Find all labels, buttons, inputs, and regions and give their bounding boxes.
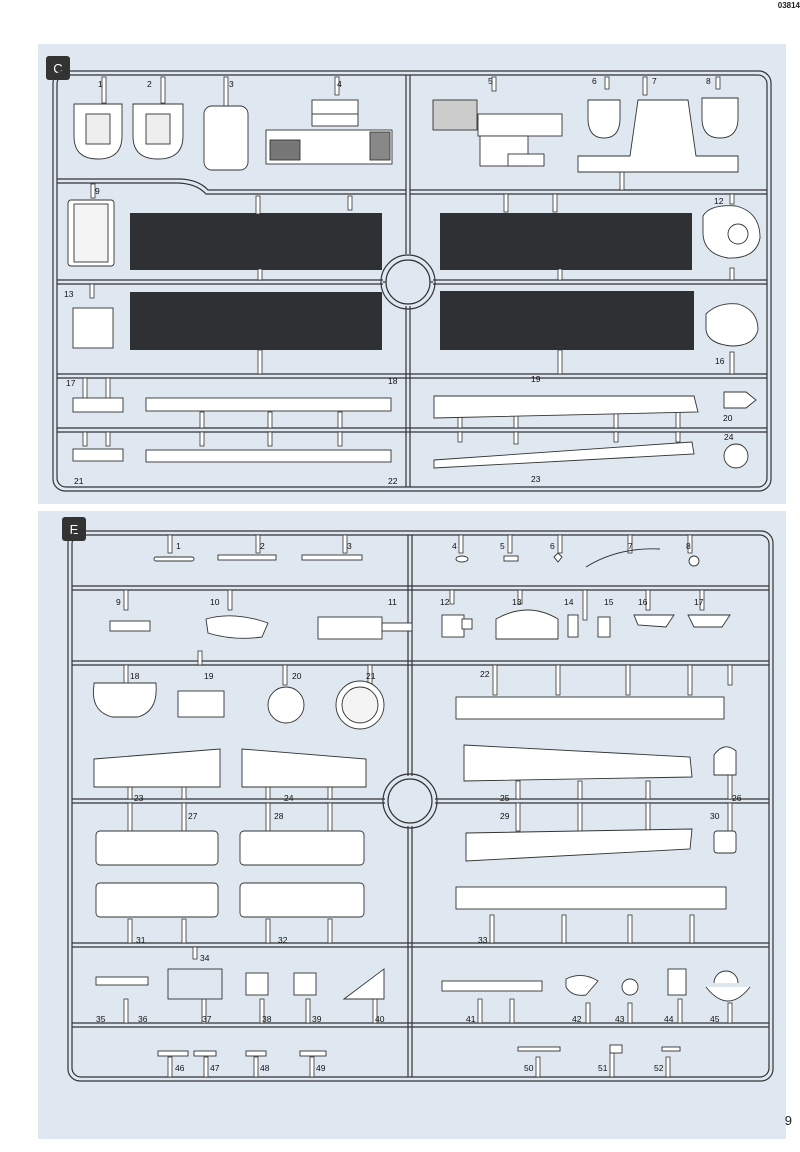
sprue-c-letter: C — [53, 61, 62, 76]
svg-text:6: 6 — [592, 76, 597, 86]
svg-text:5: 5 — [500, 541, 505, 551]
document-code: 03814 — [777, 1, 800, 10]
sprue-e-drawing: E — [62, 517, 774, 1082]
svg-text:17: 17 — [66, 378, 76, 388]
svg-text:48: 48 — [260, 1063, 270, 1073]
sprue-c-drawing: C — [46, 56, 772, 492]
svg-text:13: 13 — [64, 289, 74, 299]
svg-text:5: 5 — [488, 76, 493, 86]
sprue-e-frame — [67, 530, 774, 1082]
svg-text:19: 19 — [531, 374, 541, 384]
svg-text:11: 11 — [388, 597, 397, 607]
svg-text:8: 8 — [686, 541, 691, 551]
svg-text:6: 6 — [550, 541, 555, 551]
svg-text:21: 21 — [74, 476, 84, 486]
svg-text:42: 42 — [572, 1014, 582, 1024]
svg-text:10: 10 — [210, 597, 220, 607]
sprue-c-parts — [67, 97, 761, 469]
svg-text:22: 22 — [480, 669, 490, 679]
sprue-e-part-labels: 1 2 3 4 5 6 7 8 9 10 11 12 13 14 15 16 1… — [96, 541, 742, 1073]
sprue-c-frame — [52, 70, 772, 492]
svg-text:20: 20 — [292, 671, 302, 681]
svg-text:13: 13 — [512, 597, 522, 607]
svg-text:41: 41 — [466, 1014, 476, 1024]
svg-text:36: 36 — [138, 1014, 148, 1024]
svg-text:24: 24 — [284, 793, 294, 803]
sprue-e-parts — [92, 548, 751, 1057]
sprue-c-gates — [82, 76, 735, 447]
svg-text:3: 3 — [229, 79, 234, 89]
svg-text:35: 35 — [96, 1014, 106, 1024]
svg-text:16: 16 — [638, 597, 648, 607]
svg-text:29: 29 — [500, 811, 510, 821]
sprue-e-panel: E — [38, 511, 786, 1139]
svg-text:9: 9 — [116, 597, 121, 607]
sprue-c-part-labels: 1 2 3 4 5 6 7 8 9 12 13 16 17 18 19 20 2… — [64, 76, 734, 486]
page-number: 9 — [784, 1113, 792, 1128]
svg-text:32: 32 — [278, 935, 288, 945]
svg-text:1: 1 — [98, 79, 103, 89]
svg-text:25: 25 — [500, 793, 510, 803]
svg-text:33: 33 — [478, 935, 488, 945]
svg-text:40: 40 — [375, 1014, 385, 1024]
svg-text:31: 31 — [136, 935, 146, 945]
svg-text:3: 3 — [347, 541, 352, 551]
svg-text:43: 43 — [615, 1014, 625, 1024]
svg-text:52: 52 — [654, 1063, 664, 1073]
svg-text:23: 23 — [134, 793, 144, 803]
svg-text:30: 30 — [710, 811, 720, 821]
svg-text:47: 47 — [210, 1063, 220, 1073]
svg-text:50: 50 — [524, 1063, 534, 1073]
svg-text:34: 34 — [200, 953, 210, 963]
svg-text:2: 2 — [260, 541, 265, 551]
sprue-c-badge — [46, 56, 70, 80]
svg-text:7: 7 — [628, 541, 633, 551]
svg-text:27: 27 — [188, 811, 198, 821]
svg-text:7: 7 — [652, 76, 657, 86]
svg-text:19: 19 — [204, 671, 214, 681]
svg-text:18: 18 — [388, 376, 398, 386]
svg-text:20: 20 — [723, 413, 733, 423]
svg-text:12: 12 — [440, 597, 450, 607]
svg-text:8: 8 — [706, 76, 711, 86]
svg-text:46: 46 — [175, 1063, 185, 1073]
sprue-e-letter: E — [70, 522, 79, 537]
svg-text:22: 22 — [388, 476, 398, 486]
svg-text:21: 21 — [366, 671, 376, 681]
svg-text:44: 44 — [664, 1014, 674, 1024]
svg-text:49: 49 — [316, 1063, 326, 1073]
svg-text:14: 14 — [564, 597, 574, 607]
svg-text:18: 18 — [130, 671, 140, 681]
svg-text:39: 39 — [312, 1014, 322, 1024]
svg-text:26: 26 — [732, 793, 742, 803]
svg-text:51: 51 — [598, 1063, 608, 1073]
sprue-c-dark-plates — [130, 213, 694, 350]
svg-text:45: 45 — [710, 1014, 720, 1024]
svg-text:28: 28 — [274, 811, 284, 821]
svg-text:2: 2 — [147, 79, 152, 89]
svg-text:38: 38 — [262, 1014, 272, 1024]
svg-text:17: 17 — [694, 597, 704, 607]
svg-text:4: 4 — [452, 541, 457, 551]
svg-text:4: 4 — [337, 79, 342, 89]
svg-text:12: 12 — [714, 196, 724, 206]
svg-text:23: 23 — [531, 474, 541, 484]
svg-text:15: 15 — [604, 597, 614, 607]
svg-text:16: 16 — [715, 356, 725, 366]
svg-text:1: 1 — [176, 541, 181, 551]
sprue-c-panel: C — [38, 44, 786, 504]
svg-text:9: 9 — [95, 186, 100, 196]
svg-text:24: 24 — [724, 432, 734, 442]
svg-text:37: 37 — [202, 1014, 212, 1024]
